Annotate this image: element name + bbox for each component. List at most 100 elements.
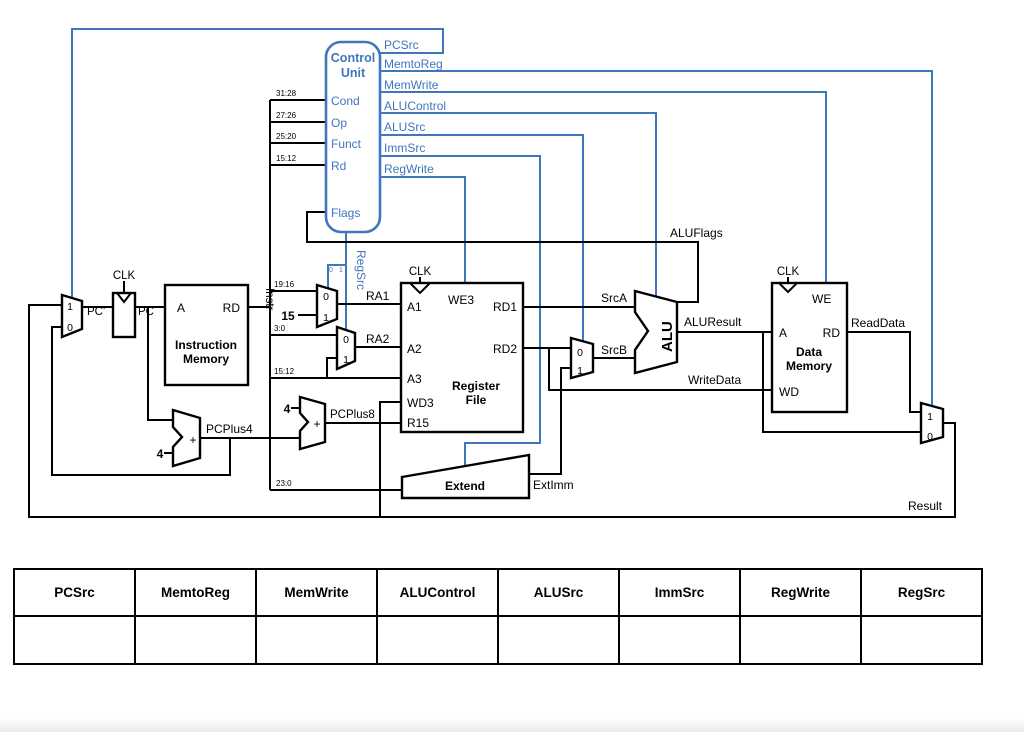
regsrc-val-1: 1: [339, 267, 343, 274]
pcnext-label: PC': [87, 306, 105, 318]
dmem-we-label: WE: [812, 292, 831, 306]
regwrite-wire: [380, 176, 466, 283]
value-regsrc: [860, 615, 983, 665]
regsrc-label: RegSrc: [354, 250, 368, 290]
flags-port: Flags: [331, 206, 360, 220]
srcb-mux-0: 0: [577, 347, 583, 359]
pcsrc-wire: [71, 28, 444, 298]
srcb-mux-1: 1: [577, 365, 583, 377]
rd1-label: RD1: [493, 300, 517, 314]
immsrc-wire: [380, 155, 541, 466]
ra2-mux-0: 0: [343, 334, 349, 346]
aluresult-wire: [677, 331, 921, 433]
value-pcsrc: [13, 615, 136, 665]
aluflags-label: ALUFlags: [670, 226, 723, 240]
rd-port: Rd: [331, 159, 346, 173]
rd-field-wire: [270, 357, 401, 379]
pcplus4-adder: + 4: [157, 408, 202, 468]
pcsrc-mux: 1 0: [60, 293, 84, 339]
alucontrol-label: ALUControl: [384, 99, 446, 113]
pcplus8-const4: 4: [284, 402, 291, 416]
pcplus4-feedback-wire: [51, 326, 231, 476]
regfile-clk-label: CLK: [409, 266, 432, 278]
register-file: CLK WE3 A1 A2 A3 WD3 R15 RD1 RD2 Registe…: [399, 266, 525, 434]
aluresult-label: ALUResult: [684, 315, 742, 329]
srcb-label: SrcB: [601, 343, 627, 357]
control-unit: Control Unit Cond Op Funct Rd Flags: [324, 40, 382, 234]
header-memwrite: MemWrite: [255, 568, 378, 617]
header-regwrite: RegWrite: [739, 568, 862, 617]
ra2-bits-label: 3:0: [274, 324, 286, 333]
alu-label: ALU: [659, 321, 676, 352]
datapath-wires: [28, 99, 956, 518]
pcplus4-plus: +: [189, 433, 196, 447]
wd3-wire: [379, 401, 401, 517]
readdata-label: ReadData: [851, 316, 905, 330]
a1-label: A1: [407, 300, 422, 314]
funct-bits: 25:20: [276, 132, 297, 141]
op-bits: 27:26: [276, 111, 297, 120]
regsrc-val-0: 0: [329, 267, 333, 274]
wd3-label: WD3: [407, 396, 434, 410]
memwrite-label: MemWrite: [384, 78, 439, 92]
pcplus4-const4: 4: [157, 447, 164, 461]
dmem-wd-label: WD: [779, 385, 799, 399]
value-alucontrol: [376, 615, 499, 665]
control-signal-wires: [71, 28, 933, 466]
result-label: Result: [908, 499, 943, 513]
srca-label: SrcA: [601, 291, 627, 305]
memtoreg-label: MemtoReg: [384, 57, 443, 71]
header-immsrc: ImmSrc: [618, 568, 741, 617]
dmem-name-1: Data: [796, 345, 822, 359]
cond-port: Cond: [331, 94, 360, 108]
pc-wire: [135, 306, 173, 421]
extend-unit: Extend: [400, 453, 531, 500]
pcsrc-mux-0: 0: [67, 322, 73, 334]
a2-label: A2: [407, 342, 422, 356]
imem-a-label: A: [177, 301, 185, 315]
bottom-fade: [0, 718, 1024, 732]
result-mux-1: 1: [927, 411, 933, 423]
imm-bits-label: 23:0: [276, 479, 292, 488]
regfile-name-2: File: [466, 393, 487, 407]
r15-label: R15: [407, 416, 429, 430]
pcplus8-label: PCPlus8: [330, 409, 375, 421]
dmem-a-label: A: [779, 326, 787, 340]
pc-clk-label: CLK: [113, 270, 136, 282]
writedata-label: WriteData: [688, 373, 741, 387]
header-alucontrol: ALUControl: [376, 568, 499, 617]
imem-rd-label: RD: [223, 301, 241, 315]
dmem-name-2: Memory: [786, 359, 832, 373]
table-value-row: [13, 615, 983, 665]
srcb-mux: 0 1: [569, 336, 595, 380]
immsrc-label: ImmSrc: [384, 141, 425, 155]
we3-label: WE3: [448, 293, 474, 307]
value-alusrc: [497, 615, 620, 665]
extimm-label: ExtImm: [533, 478, 574, 492]
ra2-label: RA2: [366, 332, 390, 346]
regwrite-label: RegWrite: [384, 162, 434, 176]
data-memory: CLK WE A RD Data Memory WD: [770, 266, 849, 414]
memwrite-wire: [380, 91, 827, 283]
pcplus8-adder: + 4: [284, 395, 327, 451]
header-regsrc: RegSrc: [860, 568, 983, 617]
value-immsrc: [618, 615, 741, 665]
extimm-wire: [529, 367, 571, 475]
datapath-diagram: 1 0 CLK PC' PC A RD Instruction Memory I…: [28, 28, 956, 518]
value-memwrite: [255, 615, 378, 665]
result-mux-0: 0: [927, 431, 933, 443]
memtoreg-wire: [380, 70, 933, 406]
regfile-name-1: Register: [452, 379, 500, 393]
op-port: Op: [331, 116, 347, 130]
header-alusrc: ALUSrc: [497, 568, 620, 617]
instruction-memory: A RD Instruction Memory: [163, 283, 250, 387]
ra1-mux-1: 1: [323, 312, 329, 324]
alucontrol-wire: [380, 112, 657, 296]
ra1-label: RA1: [366, 289, 390, 303]
control-signal-table: PCSrc MemtoReg MemWrite ALUControl ALUSr…: [13, 568, 983, 665]
header-memtoreg: MemtoReg: [134, 568, 257, 617]
value-regwrite: [739, 615, 862, 665]
readdata-wire: [847, 331, 921, 413]
control-unit-title-1: Control: [331, 51, 375, 65]
